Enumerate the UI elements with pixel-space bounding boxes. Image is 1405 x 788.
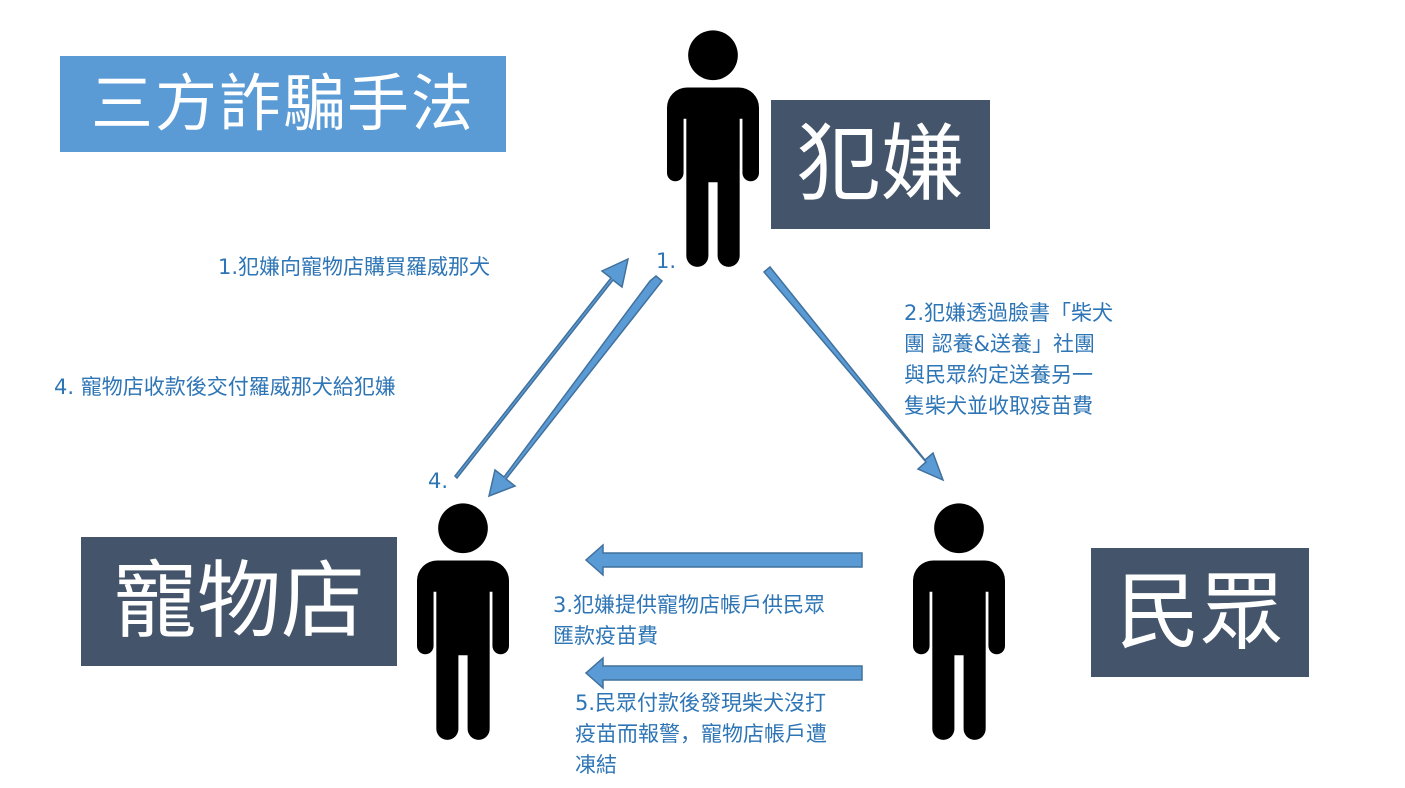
person-icon-petshop — [417, 503, 509, 740]
role-label-public: 民眾 — [1091, 548, 1309, 677]
arrow-public-to-petshop-2 — [584, 656, 863, 690]
step-2-text: 2.犯嫌透過臉書「柴犬 團 認養&送養」社團 與民眾約定送養另一 隻柴犬並收取疫… — [904, 301, 1114, 418]
step-3-text: 3.犯嫌提供寵物店帳戶供民眾 匯款疫苗費 — [553, 593, 826, 648]
number-label-4: 4. — [428, 469, 449, 493]
role-label-petshop: 寵物店 — [81, 537, 397, 666]
person-icon-suspect — [667, 30, 759, 267]
arrow-petshop-to-suspect — [453, 257, 630, 480]
arrow-suspect-to-petshop — [487, 275, 664, 498]
role-label-suspect: 犯嫌 — [771, 100, 990, 229]
person-icon-public — [913, 503, 1005, 740]
arrow-suspect-to-public — [762, 265, 945, 482]
step-4-text: 4. 寵物店收款後交付羅威那犬給犯嫌 — [54, 375, 396, 399]
step-1-text: 1.犯嫌向寵物店購買羅威那犬 — [218, 255, 491, 279]
diagram-title: 三方詐騙手法 — [60, 56, 506, 152]
step-5-text: 5.民眾付款後發現柴犬沒打 疫苗而報警，寵物店帳戶遭 凍結 — [575, 691, 827, 777]
arrow-public-to-petshop-1 — [584, 543, 863, 577]
number-label-1: 1. — [656, 249, 677, 273]
